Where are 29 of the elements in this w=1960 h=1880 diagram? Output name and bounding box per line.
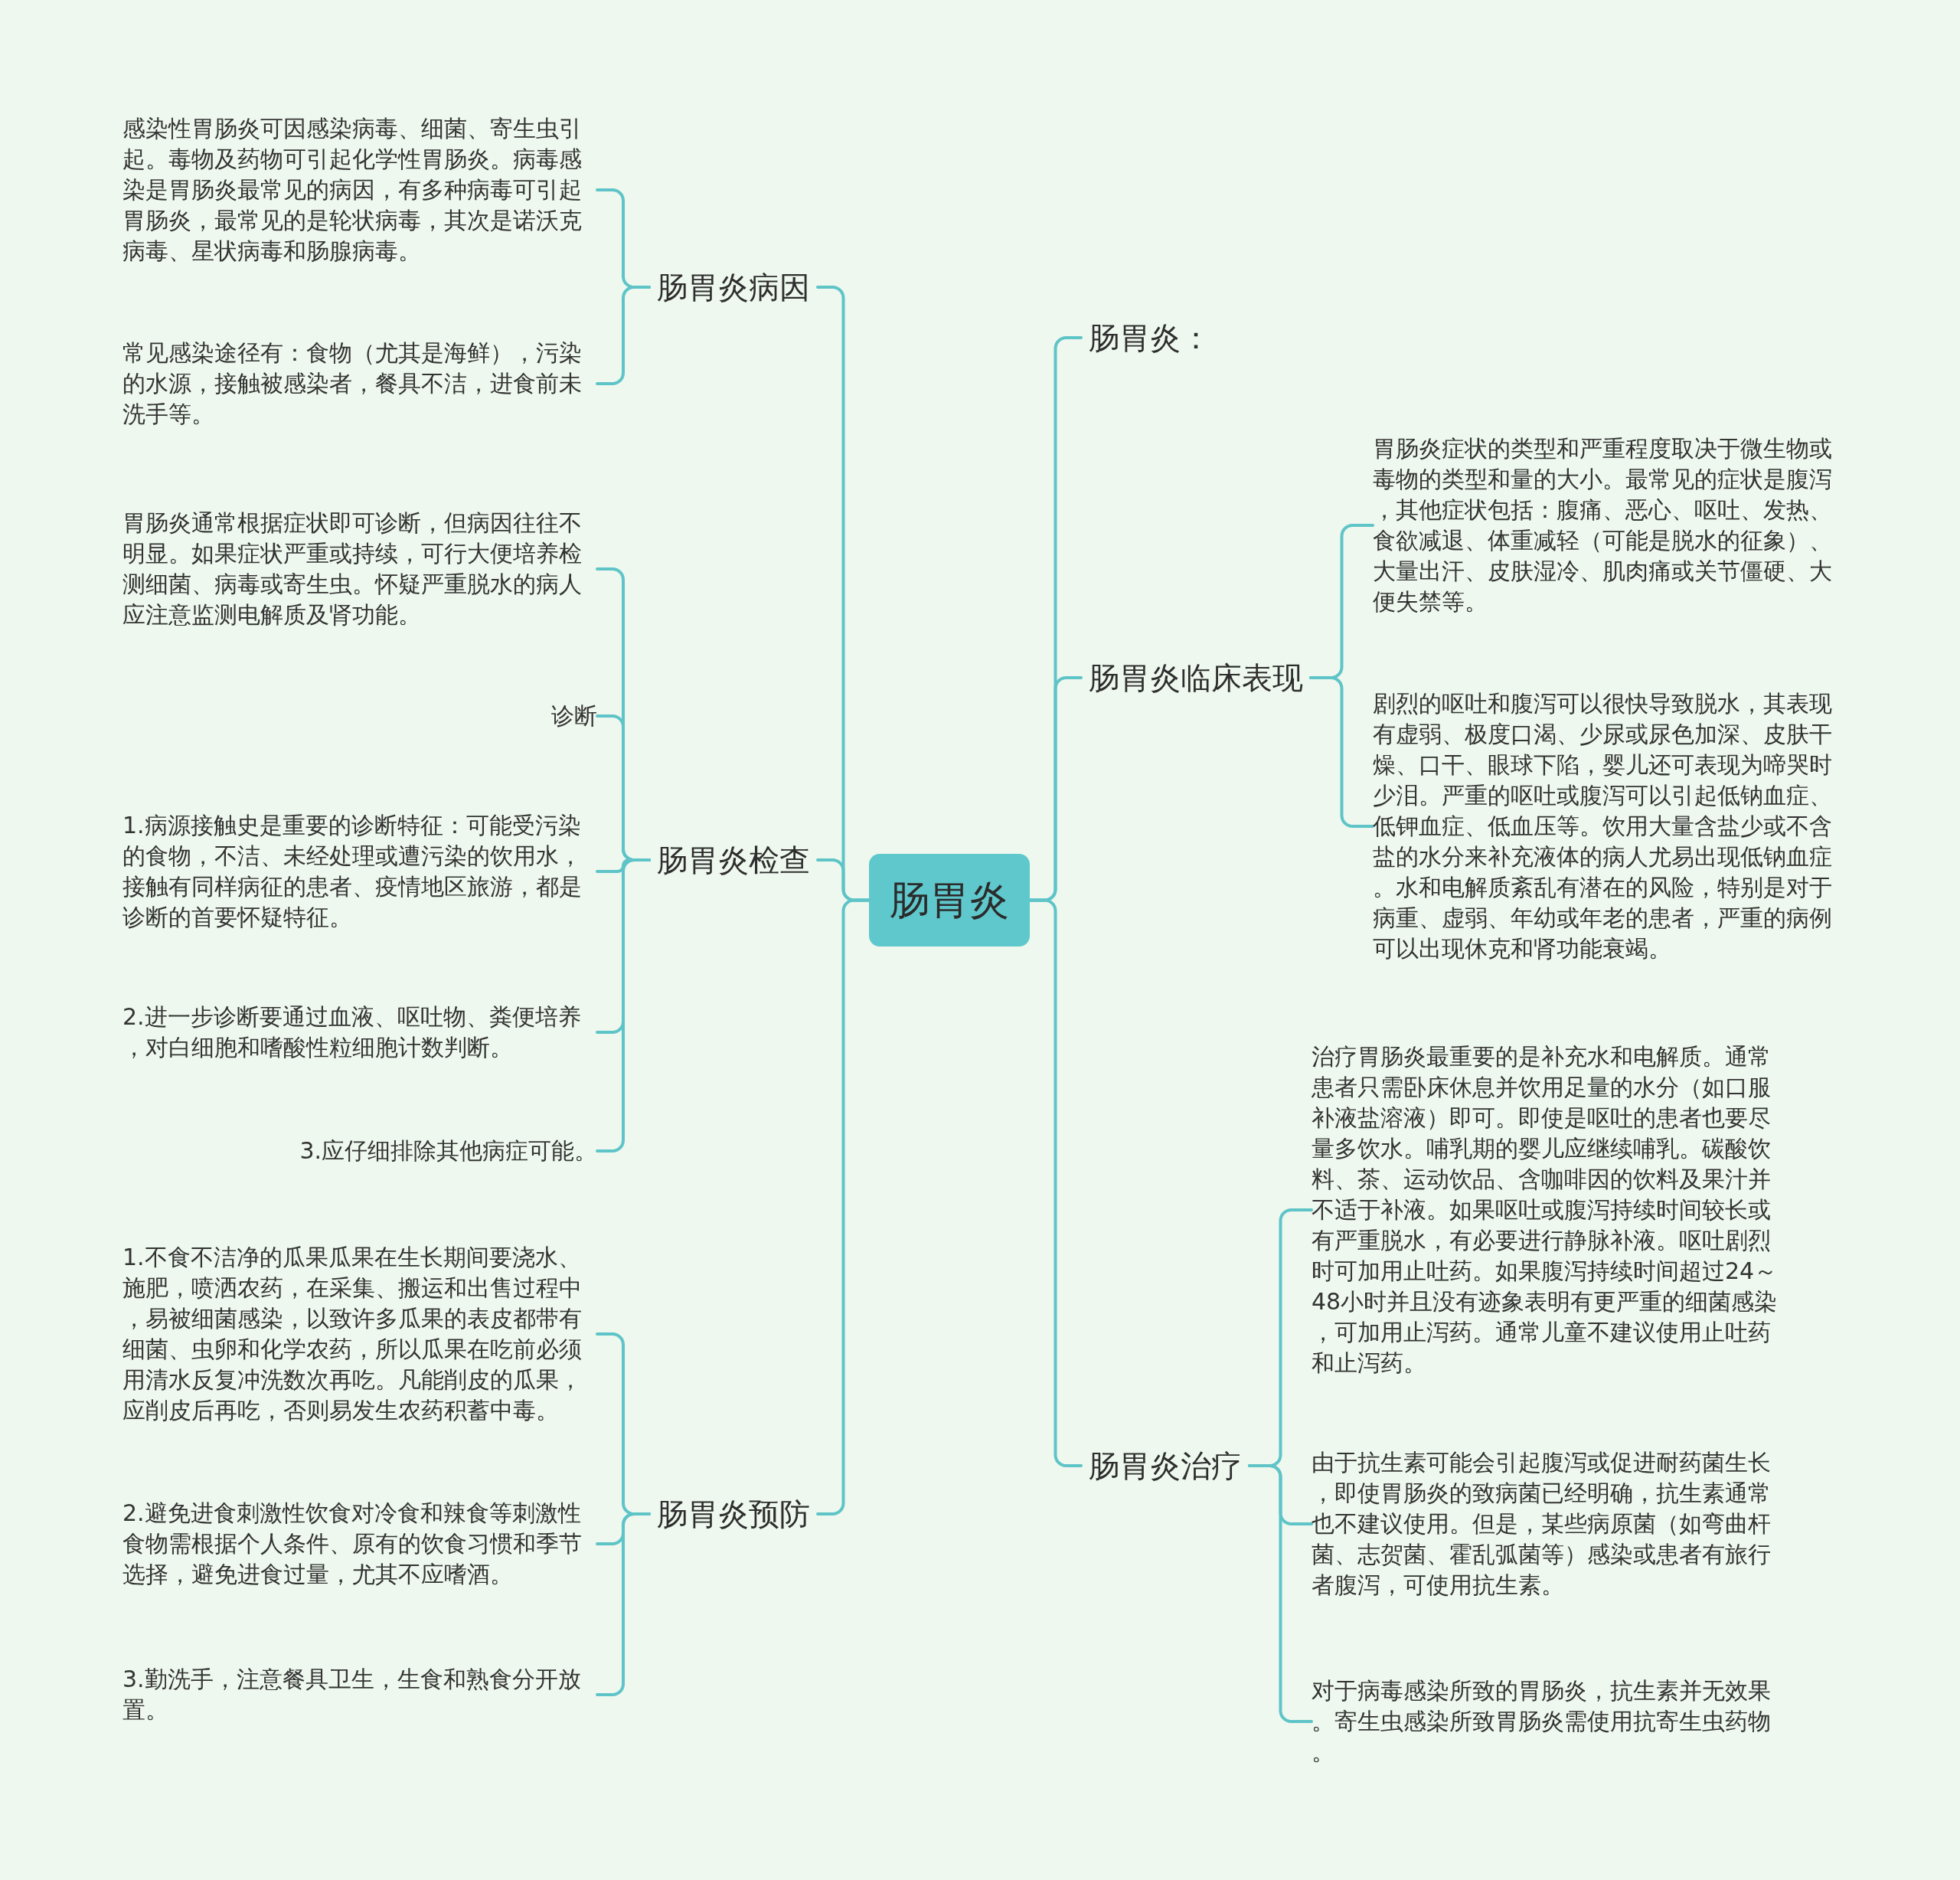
note-text: 胃肠炎症状的类型和严重程度取决于微生物或毒物的类型和量的大小。最常见的症状是腹泻，其他症状包括：腹痛、恶心、呕吐、发热、食欲减退、体重减轻（可能是脱水的征象）、大量出汗、皮肤湿冷、肌肉痛或关节僵硬、大便失禁等。: [1373, 433, 1847, 617]
connector-line: [1248, 1464, 1313, 1723]
note-text: 常见感染途径有：食物（尤其是海鲜），污染的水源，接触被感染者，餐具不洁，进食前未洗手等。: [122, 338, 597, 430]
connector-line: [596, 858, 651, 1153]
connector-line: [1309, 676, 1374, 828]
central-topic-box: 肠胃炎: [869, 854, 1030, 947]
note-text: 胃肠炎通常根据症状即可诊断，但病因往往不明显。如果症状严重或持续，可行大便培养检测细菌、病毒或寄生虫。怀疑严重脱水的病人应注意监测电解质及肾功能。: [122, 508, 597, 630]
branch-topic: 肠胃炎病因: [649, 267, 818, 307]
branch-topic: 肠胃炎检查: [649, 840, 818, 880]
branch-topic: 肠胃炎治疗: [1081, 1446, 1250, 1486]
note-text: 3.勤洗手，注意餐具卫生，生食和熟食分开放置。: [122, 1664, 597, 1725]
branch-topic: 肠胃炎预防: [649, 1494, 818, 1534]
note-text: 对于病毒感染所致的胃肠炎，抗生素并无效果。寄生虫感染所致胃肠炎需使用抗寄生虫药物。: [1312, 1676, 1786, 1767]
note-text: 治疗胃肠炎最重要的是补充水和电解质。通常患者只需卧床休息并饮用足量的水分（如口服补液盐溶液）即可。即使是呕吐的患者也要尽量多饮水。哺乳期的婴儿应继续哺乳。碳酸饮料、茶、运动饮品、含咖啡因的饮料及果汁并不适于补液。如果呕吐或腹泻持续时间较长或有严重脱水，有必要进行静脉补液。呕吐剧烈时可加用止吐药。如果腹泻持续时间超过24～48小时并且没有迹象表明有更严重的细菌感染，可加用止泻药。通常儿童不建议使用止吐药和止泻药。: [1312, 1041, 1786, 1378]
note-text: 1.不食不洁净的瓜果瓜果在生长期间要浇水、施肥，喷洒农药，在采集、搬运和出售过程中，易被细菌感染，以致许多瓜果的表皮都带有细菌、虫卵和化学农药，所以瓜果在吃前必须用清水反复冲洗数次再吃。凡能削皮的瓜果，应削皮后再吃，否则易发生农药积蓄中毒。: [122, 1242, 597, 1426]
note-text: 3.应仔细排除其他病症可能。: [299, 1136, 597, 1166]
note-text: 2.避免进食刺激性饮食对冷食和辣食等刺激性食物需根据个人条件、原有的饮食习惯和季节选择，避免进食过量，尤其不应嗜酒。: [122, 1498, 597, 1590]
note-text: 感染性胃肠炎可因感染病毒、细菌、寄生虫引起。毒物及药物可引起化学性胃肠炎。病毒感染是胃肠炎最常见的病因，有多种病毒可引起胃肠炎，最常见的是轮状病毒，其次是诺沃克病毒、星状病毒和肠腺病毒。: [122, 113, 597, 266]
note-text: 1.病源接触史是重要的诊断特征：可能受污染的食物，不洁、未经处理或遭污染的饮用水，接触有同样病征的患者、疫情地区旅游，都是诊断的首要怀疑特征。: [122, 810, 597, 933]
branch-topic: 肠胃炎临床表现: [1081, 658, 1311, 698]
connector-line: [1028, 898, 1083, 1467]
note-text: 诊断: [551, 701, 597, 731]
note-text: 2.进一步诊断要通过血液、呕吐物、粪便培养，对白细胞和嗜酸性粒细胞计数判断。: [122, 1002, 597, 1063]
note-text: 剧烈的呕吐和腹泻可以很快导致脱水，其表现有虚弱、极度口渴、少尿或尿色加深、皮肤干燥、口干、眼球下陷，婴儿还可表现为啼哭时少泪。严重的呕吐或腹泻可以引起低钠血症、低钾血症、低血压等。饮用大量含盐少或不含盐的水分来补充液体的病人尤易出现低钠血症。水和电解质紊乱有潜在的风险，特别是对于病重、虚弱、年幼或年老的患者，严重的病例可以出现休克和肾功能衰竭。: [1373, 688, 1847, 964]
connector-line: [596, 1512, 651, 1696]
note-text: 由于抗生素可能会引起腹泻或促进耐药菌生长，即使胃肠炎的致病菌已经明确，抗生素通常也不建议使用。但是，某些病原菌（如弯曲杆菌、志贺菌、霍乱弧菌等）感染或患者有旅行者腹泻，可使用抗生素。: [1312, 1447, 1786, 1600]
branch-topic: 肠胃炎：: [1081, 318, 1219, 358]
connector-line: [816, 898, 871, 1515]
connector-line: [596, 286, 651, 385]
